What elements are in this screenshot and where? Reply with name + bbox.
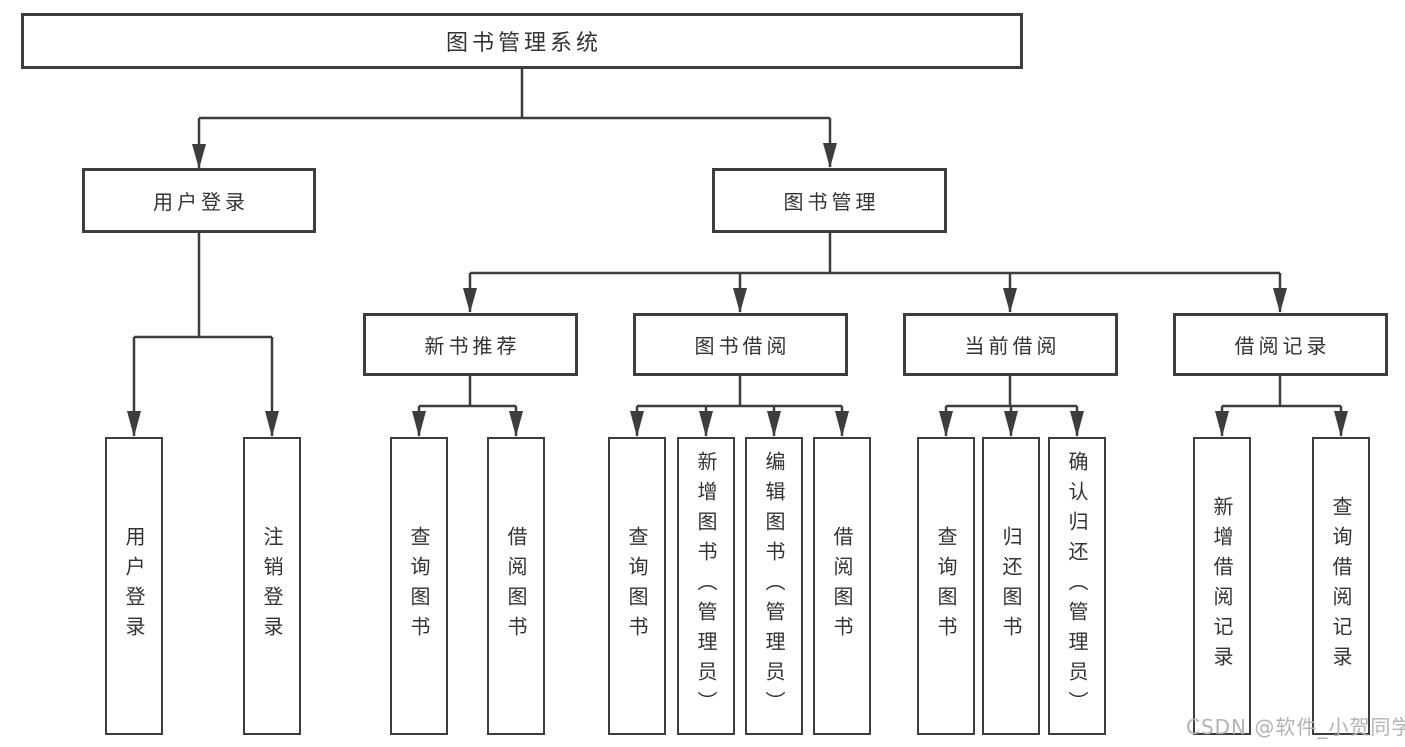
node-label: 图书借阅 (694, 334, 791, 358)
node-root-library-system: 图书管理系统 (21, 13, 1023, 69)
leaf-records-query-borrow-record: 查询借阅记录 (1312, 437, 1370, 735)
arrowhead (509, 411, 523, 437)
node-label: 确认归还（管理员） (1065, 451, 1089, 721)
node-label: 用户登录 (122, 526, 146, 646)
leaf-logout: 注销登录 (243, 437, 301, 735)
arrowhead (699, 411, 713, 437)
arrowhead (1334, 411, 1348, 437)
arrowhead (412, 411, 426, 437)
node-label: 新书推荐 (424, 334, 521, 358)
arrowhead (127, 411, 141, 437)
arrowhead (192, 144, 206, 169)
node-label: 查询借阅记录 (1329, 496, 1353, 676)
leaf-current-query-book: 查询图书 (917, 437, 975, 735)
node-user-login: 用户登录 (82, 168, 316, 233)
csdn-watermark: CSDN @软件_小贺同学 (1186, 715, 1405, 739)
leaf-borrowing-add-book-admin: 新增图书（管理员） (677, 437, 735, 735)
leaf-current-return-book: 归还图书 (982, 437, 1040, 735)
leaf-newbook-borrow-book: 借阅图书 (487, 437, 545, 735)
node-label: 图书管理 (783, 190, 880, 214)
node-label: 归还图书 (999, 526, 1023, 646)
arrowhead (939, 411, 953, 437)
node-label: 新增图书（管理员） (694, 451, 718, 721)
node-book-borrowing: 图书借阅 (633, 313, 848, 376)
arrowhead (823, 143, 837, 168)
node-book-management: 图书管理 (712, 168, 947, 233)
arrowhead (1004, 411, 1018, 437)
node-new-book-recommend: 新书推荐 (363, 313, 578, 376)
arrowhead (1003, 288, 1017, 313)
arrowhead (463, 288, 477, 313)
node-label: 当前借阅 (964, 334, 1061, 358)
edge-book-mgmt-to-level3 (468, 233, 1282, 312)
node-label: 编辑图书（管理员） (762, 451, 786, 721)
node-borrowing-records: 借阅记录 (1173, 313, 1388, 376)
edge-root-to-level2 (197, 69, 832, 168)
node-label: 查询图书 (934, 526, 958, 646)
node-current-borrowing: 当前借阅 (903, 313, 1118, 376)
leaf-newbook-query-book: 查询图书 (390, 437, 448, 735)
node-label: 借阅图书 (830, 526, 854, 646)
leaf-records-add-borrow-record: 新增借阅记录 (1193, 437, 1251, 735)
node-label: 图书管理系统 (445, 31, 602, 56)
leaf-user-login: 用户登录 (105, 437, 163, 735)
node-label: 借阅图书 (504, 526, 528, 646)
arrowhead (733, 288, 747, 313)
leaf-current-confirm-return-admin: 确认归还（管理员） (1048, 437, 1106, 735)
node-label: 新增借阅记录 (1210, 496, 1234, 676)
arrowhead (835, 411, 849, 437)
leaf-borrowing-query-book: 查询图书 (608, 437, 666, 735)
node-label: 借阅记录 (1234, 334, 1331, 358)
edge-new-book-to-leaves (417, 376, 518, 436)
arrowhead (1070, 411, 1084, 437)
arrowhead (265, 411, 279, 437)
arrowhead (1215, 411, 1229, 437)
leaf-borrowing-edit-book-admin: 编辑图书（管理员） (745, 437, 803, 735)
arrowhead (1273, 288, 1287, 313)
arrowhead (630, 411, 644, 437)
arrowheads (127, 143, 1348, 437)
leaf-borrowing-borrow-book: 借阅图书 (813, 437, 871, 735)
connector-lines (132, 69, 1343, 436)
node-label: 查询图书 (625, 526, 649, 646)
node-label: 用户登录 (153, 190, 249, 214)
edge-borrow-record-to-leaves (1220, 376, 1343, 436)
node-label: 查询图书 (407, 526, 431, 646)
edge-user-login-to-leaves (132, 233, 274, 436)
arrowhead (767, 411, 781, 437)
node-label: 注销登录 (260, 526, 284, 646)
edge-book-borrow-to-leaves (635, 376, 844, 436)
